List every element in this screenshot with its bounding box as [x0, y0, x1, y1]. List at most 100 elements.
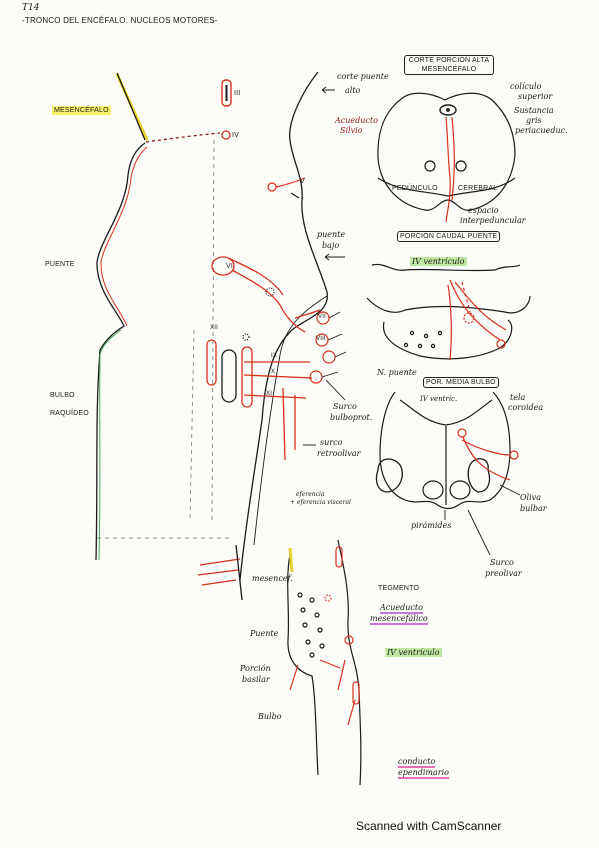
- nucleus-vii-cluster: [265, 287, 275, 297]
- nucleus-iii-shape: [221, 79, 232, 107]
- medulla-section: [375, 391, 519, 510]
- label-nerve-vi: VI: [226, 263, 234, 270]
- pons-vi-circle: [463, 312, 475, 324]
- pyramid-left: [422, 480, 444, 500]
- left-profile-red-line: [100, 146, 148, 327]
- label-nerve-xi: XI: [266, 391, 273, 397]
- pons-dot-4: [417, 343, 423, 349]
- root-branches: [321, 311, 347, 378]
- lower-dot-2: [309, 597, 315, 603]
- label-puente-bajo-1: puente: [317, 230, 346, 239]
- label-acueducto-mesencefalico-1: Acueducto: [380, 603, 423, 614]
- lower-dorsal-outline: [287, 554, 319, 776]
- label-tela-2: coroidea: [508, 403, 544, 412]
- scanner-watermark: Scanned with CamScanner: [356, 819, 502, 833]
- mesencephalon-section: [377, 92, 516, 223]
- peduncle-line: [377, 177, 516, 197]
- left-profile-outline: [95, 142, 146, 561]
- root-ix-circle: [322, 350, 336, 364]
- label-iv-ventric-medulla: IV ventríc.: [420, 395, 458, 403]
- mesencephalon-outline: [377, 92, 516, 211]
- label-nerve-iii: III: [234, 90, 241, 97]
- nucleus-x-shape: [241, 346, 253, 408]
- label-nerve-iv: IV: [232, 132, 240, 139]
- lower-red-rect-top: [335, 546, 343, 568]
- ventral-inner: [253, 295, 328, 546]
- label-espacio-1: espacio: [468, 206, 499, 215]
- label-coliculo-2: superior: [518, 92, 553, 101]
- label-corte-puente-alto-2: alto: [345, 86, 361, 95]
- lower-dashed-circle: [324, 594, 332, 602]
- pons-dashed-vertical: [461, 281, 471, 313]
- arrow-oliva: [499, 484, 521, 496]
- pons-dot-6: [403, 342, 409, 348]
- label-sustancia-3: periacueduc.: [515, 126, 568, 135]
- olive-left: [375, 458, 403, 493]
- label-piramides: pirámides: [411, 521, 452, 530]
- label-puente-bajo-2: bajo: [322, 241, 340, 250]
- label-nerve-x: X: [271, 369, 276, 375]
- label-conducto-ependimario-2: ependimario: [398, 768, 449, 779]
- label-surco-preolivar-1: Surco: [490, 558, 514, 567]
- left-brainstem-profile: [95, 72, 232, 561]
- pyramid-right: [449, 480, 471, 500]
- oculomotor-path: [445, 116, 455, 223]
- label-tela-1: tela: [510, 393, 526, 402]
- label-n-puente: N. puente: [377, 368, 417, 377]
- label-eferente-2: + eferencia visceral: [290, 499, 351, 506]
- label-bulbo: BULBO: [50, 392, 75, 399]
- label-mesencefalo: MESENCÉFALO: [52, 106, 111, 115]
- nerve-v: [267, 177, 306, 199]
- pons-section-title: PORCIÓN CAUDAL PUENTE: [397, 231, 501, 242]
- lower-red-circle: [344, 635, 354, 645]
- medulla-x-circle: [509, 450, 519, 460]
- facial-loop-inner: [227, 257, 284, 296]
- fiber-descending: [282, 387, 286, 461]
- lower-red-rect-bottom: [352, 681, 360, 705]
- pons-section: [366, 263, 531, 361]
- pons-dot-1: [409, 330, 415, 336]
- lower-dot-8: [319, 643, 325, 649]
- label-eferente-1: eferencia: [296, 491, 325, 498]
- mesencephalon-title-line-2: MESENCÉFALO: [421, 66, 477, 73]
- label-surco-bulboprot-2: bulboprot.: [330, 413, 373, 422]
- pons-dot-5: [430, 343, 436, 349]
- red-nucleus-left: [424, 160, 436, 172]
- bulbar-nuclei: [197, 339, 313, 601]
- label-iv-ventriculo-pons: IV ventrículo: [410, 257, 467, 266]
- label-conducto-ependimario-1: conducto: [398, 757, 436, 768]
- pons-dot-2: [423, 333, 429, 339]
- nucleus-v-circle: [267, 182, 277, 192]
- label-corte-puente-alto-1: corte puente: [337, 72, 389, 81]
- nerve-iii-nucleus: [221, 79, 232, 107]
- label-pedunculo: PEDÚNCULO: [392, 185, 438, 192]
- label-puente-left: PUENTE: [45, 261, 75, 268]
- label-acueducto-mesencefalico-2: mesencefálico: [370, 614, 428, 625]
- page-number: T14: [22, 3, 40, 13]
- ventral-nerve-roots: [309, 311, 347, 384]
- nerve-v-fiber: [275, 177, 306, 188]
- label-mesencef-lower: mesencef.: [252, 574, 293, 583]
- label-nerve-vii: VII: [318, 314, 326, 320]
- aqueduct-shape: [439, 104, 457, 116]
- lower-dot-9: [309, 652, 315, 658]
- page-title: -TRONCO DEL ENCÉFALO. NUCLEOS MOTORES-: [22, 16, 218, 25]
- label-surco-bulboprot-1: Surco: [333, 402, 357, 411]
- label-nerve-viii: VIII: [316, 336, 326, 342]
- medulla-ventricle: [399, 399, 493, 426]
- arrow-surco-preolivar: [467, 509, 491, 556]
- dashed-link-iv: [145, 132, 221, 143]
- pons-ventricle-floor: [371, 263, 521, 272]
- label-puente-lower: Puente: [250, 629, 279, 638]
- pons-fibers-red: [447, 279, 507, 361]
- label-raquideo: RAQUÍDEO: [50, 410, 89, 417]
- lower-dot-4: [314, 612, 320, 618]
- label-nerve-ix: IX: [271, 353, 278, 359]
- label-bulbo-lower: Bulbo: [258, 712, 282, 721]
- nerve-v-arrow: [290, 192, 300, 199]
- arrow-surco-bulboprot: [325, 379, 346, 401]
- arrow-puente-bajo: [324, 253, 345, 261]
- lower-dot-7: [305, 639, 311, 645]
- lower-dot-5: [302, 622, 308, 628]
